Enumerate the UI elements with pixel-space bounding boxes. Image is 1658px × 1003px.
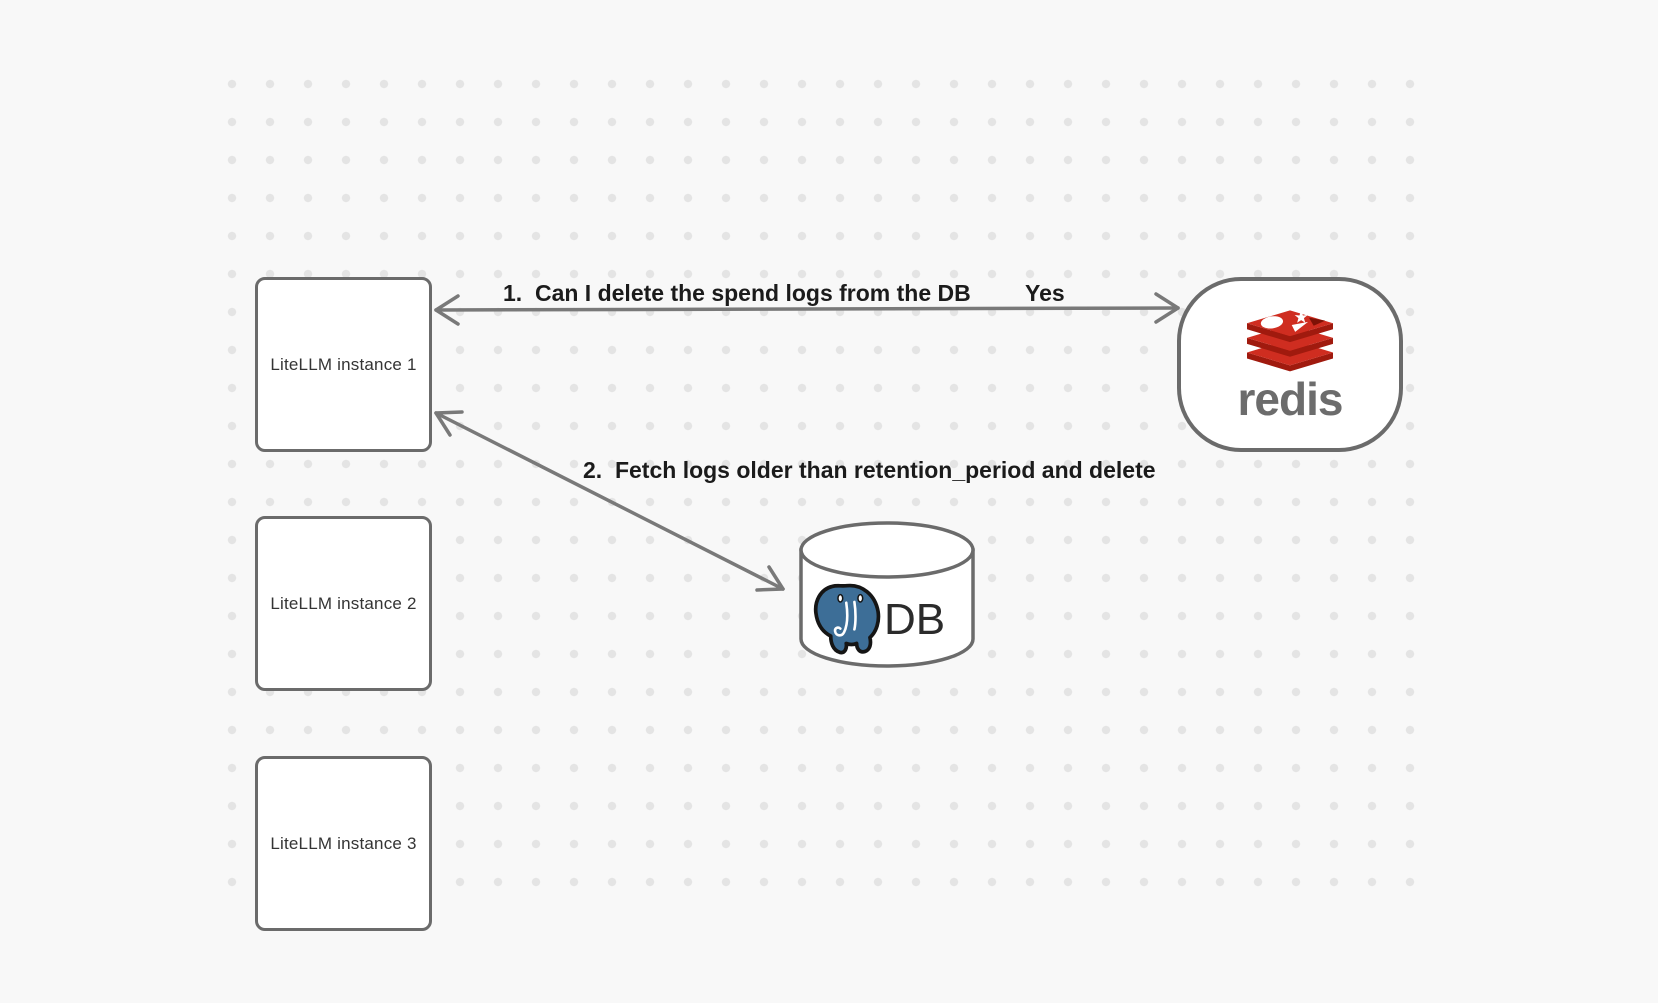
node-redis[interactable]: redis <box>1177 277 1403 452</box>
redis-wordmark: redis <box>1237 373 1344 425</box>
postgresql-logo-icon <box>813 583 881 655</box>
node-label: LiteLLM instance 1 <box>270 354 417 374</box>
db-node-label: DB <box>884 595 946 644</box>
edge2-fetch-label: 2. Fetch logs older than retention_perio… <box>583 457 1156 483</box>
edge1-response-label: Yes <box>1025 280 1065 306</box>
node-litellm-instance-3[interactable]: LiteLLM instance 3 <box>255 756 432 931</box>
edge1-question-label: 1. Can I delete the spend logs from the … <box>503 280 971 306</box>
arrow-litellm1-redis[interactable] <box>434 292 1180 326</box>
node-litellm-instance-2[interactable]: LiteLLM instance 2 <box>255 516 432 691</box>
arrow-litellm1-db[interactable] <box>434 410 785 592</box>
node-label: LiteLLM instance 3 <box>270 833 417 853</box>
redis-logo-icon <box>1247 310 1333 372</box>
node-label: LiteLLM instance 2 <box>270 593 417 613</box>
node-litellm-instance-1[interactable]: LiteLLM instance 1 <box>255 277 432 452</box>
